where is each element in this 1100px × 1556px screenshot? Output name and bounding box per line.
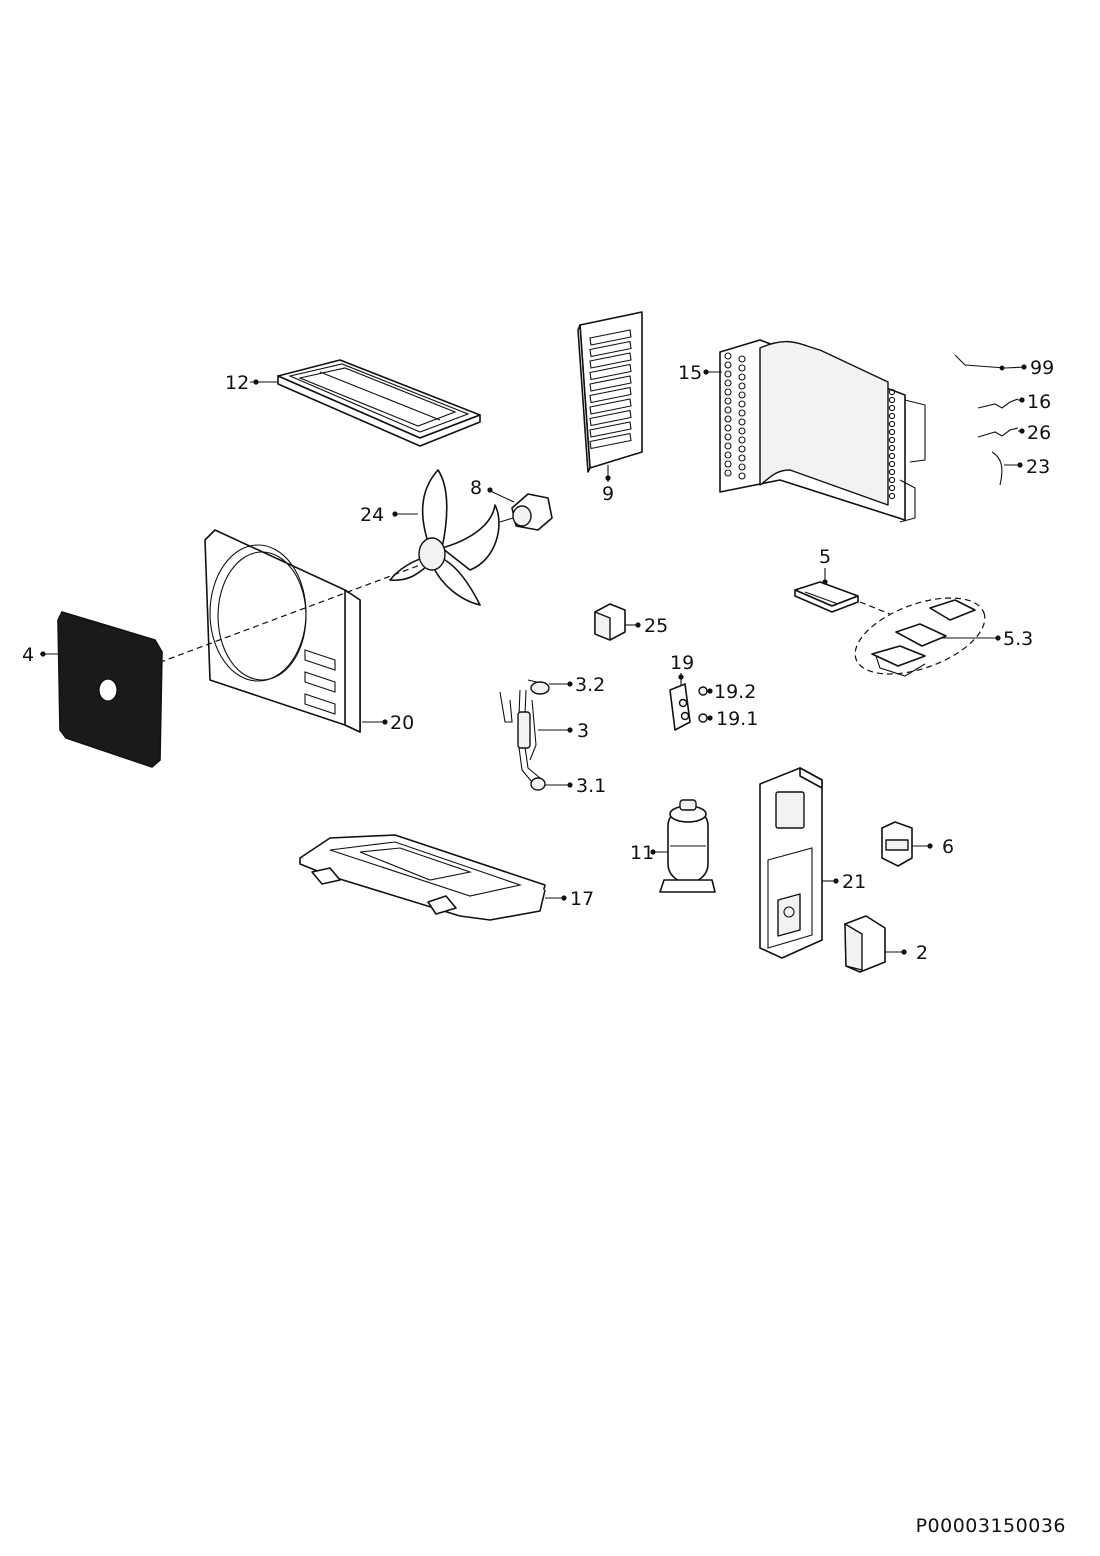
- svg-text:15: 15: [678, 362, 702, 384]
- callout-19-1: 19.1: [698, 708, 758, 730]
- callout-21: 21: [822, 871, 866, 893]
- callout-5-3: 5.3: [940, 628, 1033, 650]
- compressor-part: [659, 799, 716, 893]
- svg-text:16: 16: [1027, 391, 1051, 413]
- callout-24: 24: [360, 504, 418, 526]
- svg-text:20: 20: [390, 712, 414, 734]
- control-box-parts-part: [871, 599, 976, 677]
- callout-8: 8: [470, 477, 515, 503]
- condenser-part: [719, 339, 926, 523]
- callout-11: 11: [630, 842, 668, 864]
- pipe-26-part: [977, 427, 1019, 438]
- callout-3-1: 3.1: [545, 775, 606, 797]
- svg-text:5: 5: [819, 546, 831, 568]
- fan-motor-part: [499, 493, 553, 531]
- document-code: P00003150036: [916, 1515, 1066, 1537]
- svg-text:8: 8: [470, 477, 482, 499]
- svg-text:19.1: 19.1: [716, 708, 758, 730]
- svg-text:19: 19: [670, 652, 694, 674]
- front-panel-part: [204, 529, 361, 733]
- callout-99: 99: [1021, 357, 1054, 379]
- svg-text:21: 21: [842, 871, 866, 893]
- pipe-16-part: [977, 398, 1019, 409]
- capacitor-part: [594, 603, 626, 641]
- svg-text:9: 9: [602, 483, 614, 505]
- callout-5: 5: [819, 546, 831, 585]
- callout-3: 3: [538, 720, 589, 742]
- svg-text:6: 6: [942, 836, 954, 858]
- svg-text:3.1: 3.1: [576, 775, 606, 797]
- svg-text:23: 23: [1026, 456, 1050, 478]
- valve-plate-part: [669, 683, 691, 731]
- valve-cover-part: [844, 915, 886, 973]
- base-pan-part: [299, 834, 546, 921]
- callout-16: 16: [1018, 391, 1051, 413]
- svg-text:2: 2: [916, 942, 928, 964]
- callout-2: 2: [885, 942, 928, 964]
- callout-19-2: 19.2: [698, 681, 756, 703]
- svg-text:24: 24: [360, 504, 384, 526]
- control-box-link-line: [859, 601, 891, 615]
- svg-text:99: 99: [1030, 357, 1054, 379]
- callout-3-2: 3.2: [549, 674, 605, 696]
- four-way-valve-assembly-part: [499, 679, 550, 791]
- callout-17: 17: [545, 888, 594, 910]
- motor-bracket-part: [577, 311, 643, 473]
- svg-text:26: 26: [1027, 422, 1051, 444]
- callout-19: 19: [670, 652, 694, 686]
- callout-23: 23: [1004, 456, 1050, 478]
- svg-text:11: 11: [630, 842, 654, 864]
- svg-text:25: 25: [644, 615, 668, 637]
- svg-text:3.2: 3.2: [575, 674, 605, 696]
- svg-text:17: 17: [570, 888, 594, 910]
- control-box-parts-group: [854, 597, 986, 675]
- callout-26: 26: [1018, 422, 1051, 444]
- callout-9: 9: [602, 465, 614, 505]
- pipe-23-part: [991, 451, 1003, 486]
- svg-text:3: 3: [577, 720, 589, 742]
- svg-text:4: 4: [22, 644, 34, 666]
- grille-part: [57, 611, 163, 768]
- callout-4: 4: [22, 644, 60, 666]
- callout-20: 20: [362, 712, 414, 734]
- callout-25: 25: [625, 615, 668, 637]
- callout-15: 15: [678, 362, 722, 384]
- assembly-axis-line: [149, 564, 421, 667]
- terminal-cover-part: [881, 821, 913, 867]
- svg-text:5.3: 5.3: [1003, 628, 1033, 650]
- svg-text:12: 12: [225, 372, 249, 394]
- top-cover-part: [277, 359, 481, 447]
- callout-6: 6: [912, 836, 954, 858]
- fan-blade-part: [389, 469, 500, 606]
- callout-12: 12: [225, 372, 278, 394]
- wire-99-part: [954, 354, 1026, 371]
- control-box-part: [794, 581, 859, 613]
- svg-text:19.2: 19.2: [714, 681, 756, 703]
- side-panel-part: [759, 767, 823, 959]
